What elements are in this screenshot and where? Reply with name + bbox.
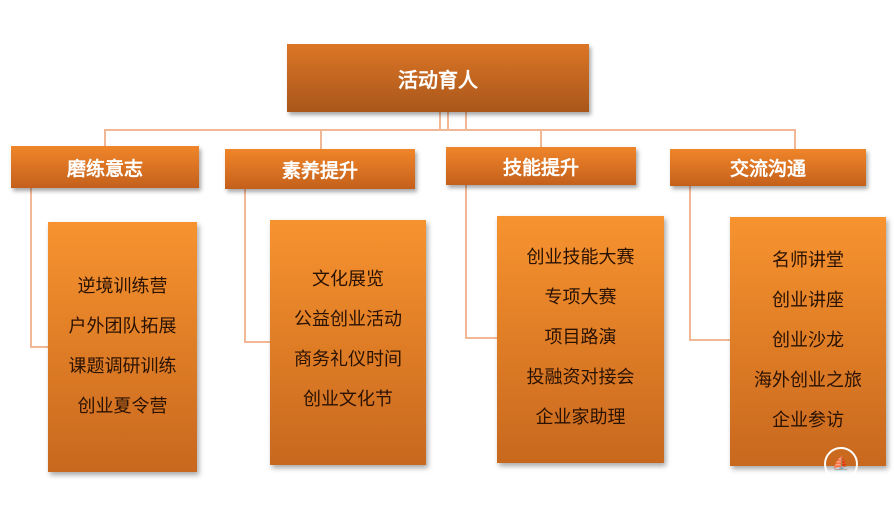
- connector: [30, 346, 48, 348]
- list-item: 户外团队拓展: [68, 316, 177, 337]
- list-item: 公益创业活动: [294, 309, 402, 330]
- list-item: 创业讲座: [772, 290, 844, 311]
- list-item: 企业家助理: [535, 407, 626, 428]
- connector: [244, 341, 270, 343]
- list-item: 课题调研训练: [68, 356, 177, 377]
- connector: [30, 188, 32, 348]
- connector: [465, 112, 467, 130]
- connector: [244, 189, 246, 343]
- list-item: 文化展览: [312, 269, 384, 290]
- list-item: 企业参访: [772, 410, 844, 431]
- list-item: 创业沙龙: [772, 330, 844, 351]
- list-item: 名师讲堂: [772, 250, 844, 271]
- list-item: 创业文化节: [303, 389, 393, 410]
- watermark-logo-icon: ⛵: [824, 447, 858, 481]
- connector: [320, 129, 322, 149]
- list-item: 海外创业之旅: [754, 370, 862, 391]
- list-item: 专项大赛: [544, 287, 617, 308]
- connector: [104, 129, 106, 147]
- list-item: 项目路演: [544, 327, 617, 348]
- connector: [689, 339, 730, 341]
- category-items-1: 逆境训练营 户外团队拓展 课题调研训练 创业夏令营: [48, 222, 197, 472]
- category-header-3: 技能提升: [446, 147, 636, 185]
- connector: [439, 112, 441, 130]
- root-node: 活动育人: [287, 44, 589, 112]
- connector: [540, 129, 542, 147]
- list-item: 创业技能大赛: [526, 247, 635, 268]
- category-header-4: 交流沟通: [670, 149, 866, 186]
- connector: [794, 129, 796, 149]
- connector: [689, 186, 691, 341]
- category-items-3: 创业技能大赛 专项大赛 项目路演 投融资对接会 企业家助理: [497, 216, 664, 463]
- list-item: 商务礼仪时间: [294, 349, 402, 370]
- category-items-2: 文化展览 公益创业活动 商务礼仪时间 创业文化节: [270, 220, 426, 465]
- list-item: 投融资对接会: [526, 367, 635, 388]
- category-items-4: 名师讲堂 创业讲座 创业沙龙 海外创业之旅 企业参访: [730, 217, 886, 466]
- connector: [447, 112, 449, 130]
- connector: [465, 337, 497, 339]
- connector: [104, 129, 796, 131]
- category-header-1: 磨练意志: [11, 146, 199, 188]
- connector: [465, 185, 467, 339]
- list-item: 创业夏令营: [77, 396, 168, 417]
- category-header-2: 素养提升: [225, 149, 415, 189]
- list-item: 逆境训练营: [77, 276, 168, 297]
